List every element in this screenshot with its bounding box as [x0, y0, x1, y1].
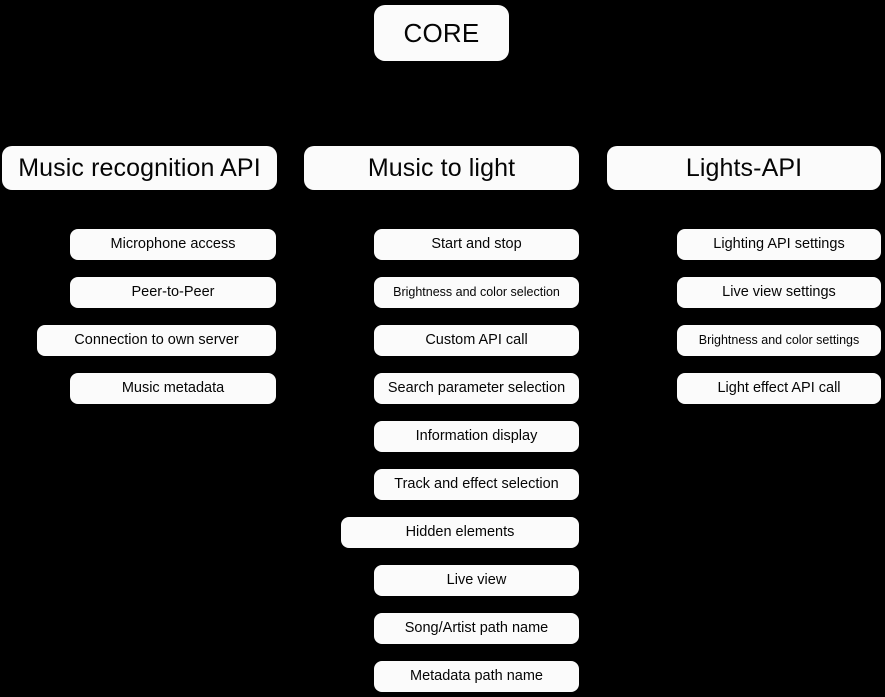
- node-item-track-and-effect-selection[interactable]: Track and effect selection: [374, 469, 579, 500]
- node-item-microphone-access[interactable]: Microphone access: [70, 229, 276, 260]
- node-item-information-display[interactable]: Information display: [374, 421, 579, 452]
- node-item-song-artist-path-name[interactable]: Song/Artist path name: [374, 613, 579, 644]
- column-header-music-to-light[interactable]: Music to light: [304, 146, 579, 190]
- node-item-music-metadata[interactable]: Music metadata: [70, 373, 276, 404]
- node-item-brightness-and-color-selection[interactable]: Brightness and color selection: [374, 277, 579, 308]
- node-item-peer-to-peer[interactable]: Peer-to-Peer: [70, 277, 276, 308]
- node-item-light-effect-api-call[interactable]: Light effect API call: [677, 373, 881, 404]
- node-item-live-view-settings[interactable]: Live view settings: [677, 277, 881, 308]
- node-item-brightness-and-color-settings[interactable]: Brightness and color settings: [677, 325, 881, 356]
- node-item-connection-to-own-server[interactable]: Connection to own server: [37, 325, 276, 356]
- node-item-live-view[interactable]: Live view: [374, 565, 579, 596]
- column-header-music-recognition-api[interactable]: Music recognition API: [2, 146, 277, 190]
- column-header-lights-api[interactable]: Lights-API: [607, 146, 881, 190]
- node-item-custom-api-call[interactable]: Custom API call: [374, 325, 579, 356]
- node-item-lighting-api-settings[interactable]: Lighting API settings: [677, 229, 881, 260]
- node-item-search-parameter-selection[interactable]: Search parameter selection: [374, 373, 579, 404]
- node-item-hidden-elements[interactable]: Hidden elements: [341, 517, 579, 548]
- node-item-metadata-path-name[interactable]: Metadata path name: [374, 661, 579, 692]
- node-item-start-and-stop[interactable]: Start and stop: [374, 229, 579, 260]
- node-core[interactable]: CORE: [374, 5, 509, 61]
